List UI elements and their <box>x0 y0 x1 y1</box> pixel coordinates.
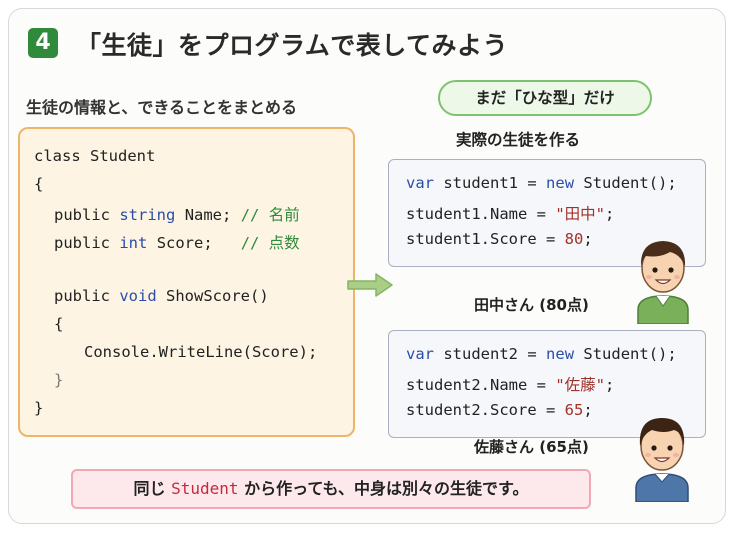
arrow-right-icon <box>347 273 393 297</box>
code-line-score2: student2.Score = 65; <box>406 401 593 419</box>
code-brace-open: { <box>34 175 44 193</box>
student2-caption: 佐藤さん (65点) <box>474 438 589 456</box>
code-semicolon: ; <box>605 205 615 223</box>
code-comment: // 点数 <box>240 234 300 252</box>
note-text-after: から作っても、中身は別々の生徒です。 <box>244 479 529 498</box>
section-number-badge: 4 <box>28 28 58 58</box>
code-string: "田中" <box>555 205 605 223</box>
code-identifier: student2.Score = <box>406 401 556 419</box>
page-title: 「生徒」をプログラムで表してみよう <box>76 31 509 60</box>
code-keyword: new <box>546 174 575 192</box>
code-identifier: ShowScore() <box>166 287 269 305</box>
note-text-before: 同じ <box>133 479 166 498</box>
summary-note: 同じ Student から作っても、中身は別々の生徒です。 <box>71 469 591 509</box>
code-line-score-field: public int Score; // 点数 <box>54 231 300 253</box>
code-identifier: Student(); <box>583 345 677 363</box>
code-line-name1: student1.Name = "田中"; <box>406 202 614 224</box>
code-keyword: public <box>54 287 110 305</box>
code-number: 65 <box>564 401 584 419</box>
code-identifier: student1.Name = <box>406 205 546 223</box>
class-definition-box: class Student { public string Name; // 名… <box>18 127 355 437</box>
code-method-brace-close: } <box>54 371 64 389</box>
code-line-new-student2: var student2 = new Student(); <box>406 345 677 363</box>
code-line-console: Console.WriteLine(Score); <box>84 343 318 361</box>
boy-avatar-icon <box>637 241 689 324</box>
code-keyword: public <box>54 206 110 224</box>
code-keyword: var <box>406 174 434 192</box>
student1-caption: 田中さん (80点) <box>474 296 589 314</box>
code-identifier: student2 <box>443 345 518 363</box>
code-number: 80 <box>564 230 584 248</box>
code-keyword: new <box>546 345 575 363</box>
code-keyword: var <box>406 345 434 363</box>
code-line-score1: student1.Score = 80; <box>406 230 593 248</box>
code-method-brace-open: { <box>54 315 64 333</box>
code-line-class: class Student <box>34 147 156 165</box>
create-students-label: 実際の生徒を作る <box>456 131 581 149</box>
code-line-name2: student2.Name = "佐藤"; <box>406 373 614 395</box>
code-brace-close: } <box>34 399 44 417</box>
code-string: "佐藤" <box>555 376 605 394</box>
code-keyword: public <box>54 234 110 252</box>
code-identifier: student2.Name = <box>406 376 546 394</box>
code-type: void <box>119 287 157 305</box>
code-semicolon: ; <box>583 230 593 248</box>
class-section-subtitle: 生徒の情報と、できることをまとめる <box>26 98 298 117</box>
code-operator: = <box>527 345 537 363</box>
code-type: string <box>119 206 176 224</box>
code-line-method: public void ShowScore() <box>54 287 269 305</box>
code-semicolon: ; <box>583 401 593 419</box>
code-identifier: Score; <box>156 234 213 252</box>
code-identifier: Student(); <box>583 174 677 192</box>
code-identifier: student1 <box>443 174 518 192</box>
code-operator: = <box>527 174 537 192</box>
boy-avatar-icon <box>635 418 689 502</box>
note-highlight: Student <box>171 479 239 498</box>
code-line-new-student1: var student1 = new Student(); <box>406 174 677 192</box>
code-line-name-field: public string Name; // 名前 <box>54 203 300 225</box>
code-type: int <box>119 234 148 252</box>
code-identifier: student1.Score = <box>406 230 556 248</box>
code-comment: // 名前 <box>240 206 300 224</box>
template-only-pill: まだ「ひな型」だけ <box>438 80 652 116</box>
code-semicolon: ; <box>605 376 615 394</box>
student1-code-box: var student1 = new Student(); student1.N… <box>388 159 706 267</box>
code-identifier: Name; <box>184 206 232 224</box>
